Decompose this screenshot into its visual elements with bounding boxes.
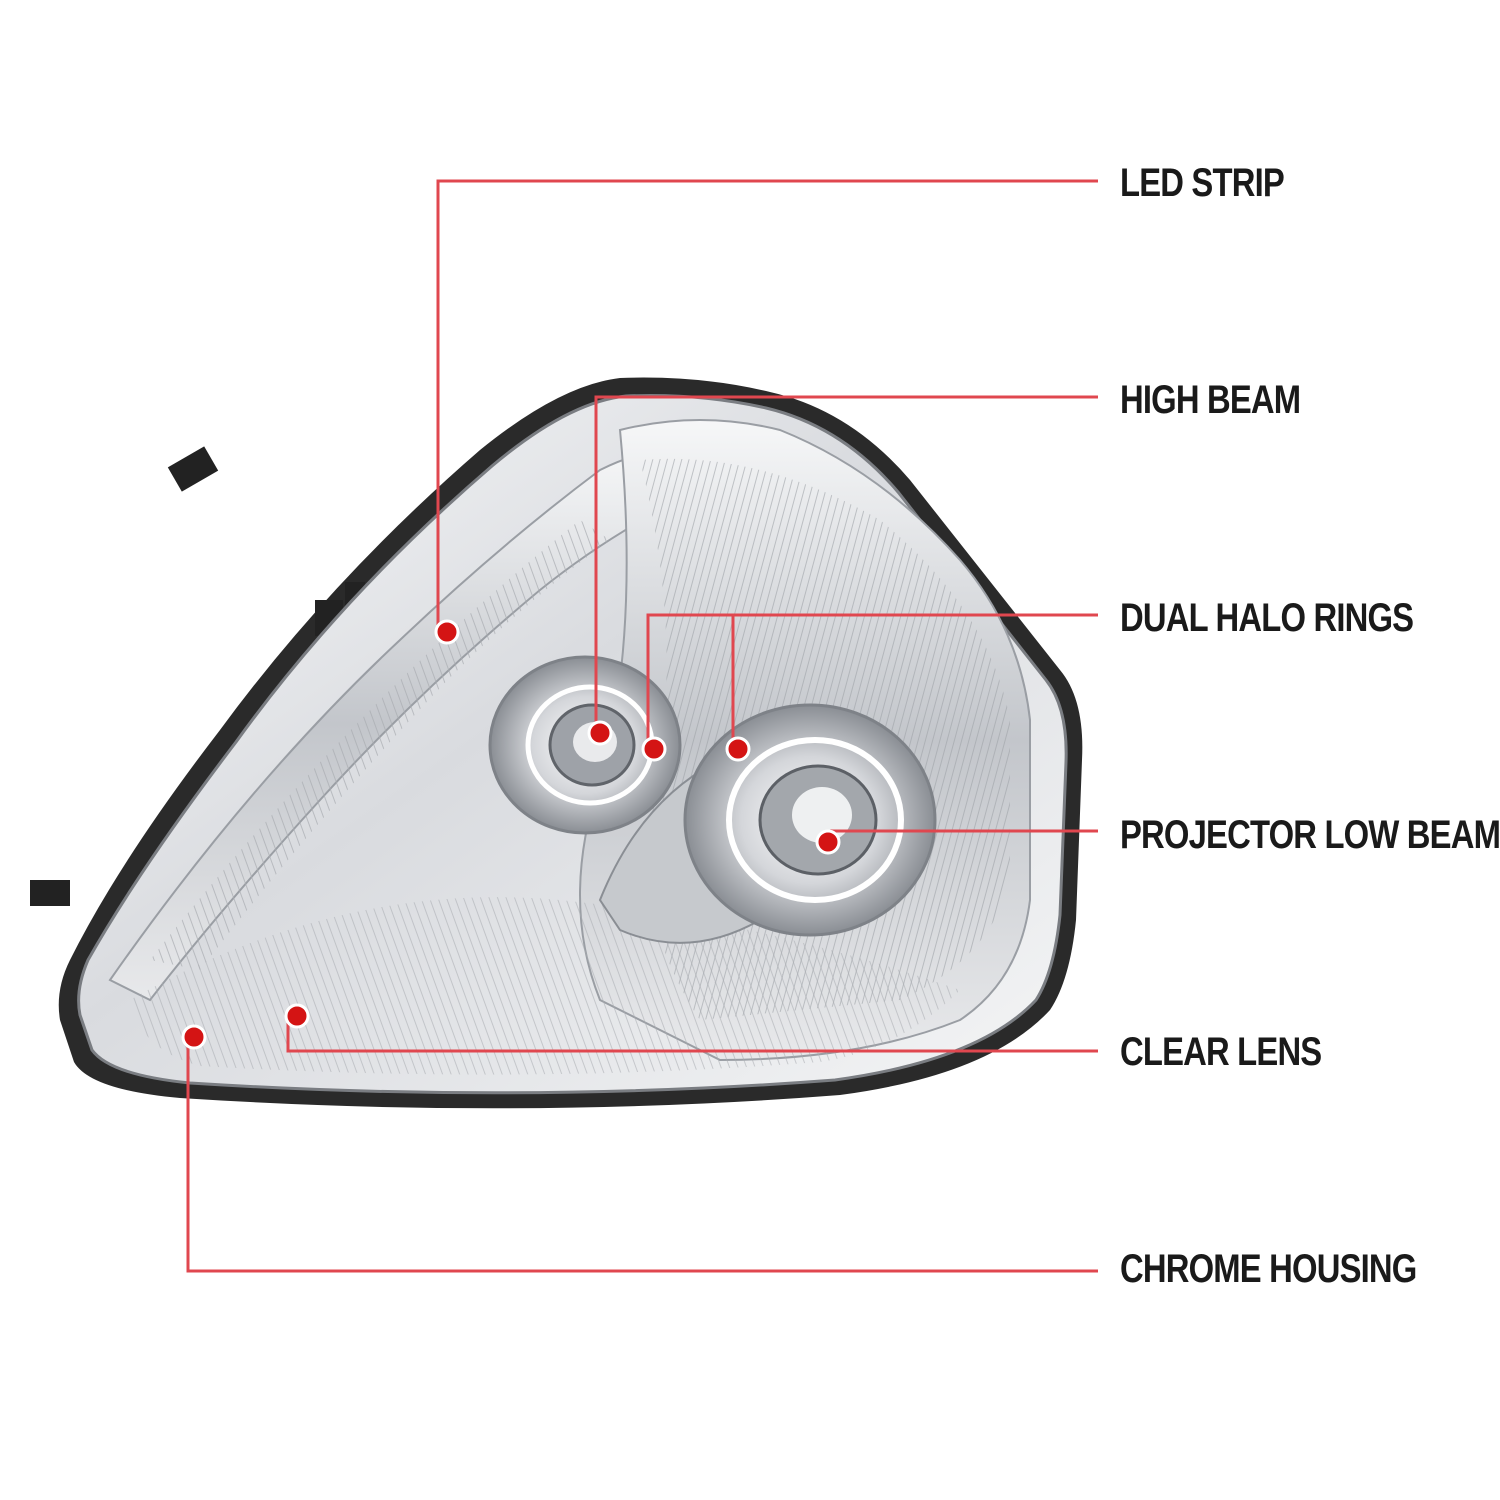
mounting-tab <box>30 880 70 906</box>
marker-dot-halo-right <box>725 736 751 762</box>
leader-line-chrome-housing <box>186 1037 1098 1273</box>
label-high-beam: HIGH BEAM <box>1120 378 1301 422</box>
leader-line-clear-lens <box>286 1016 1098 1053</box>
leader-line-high-beam <box>594 395 1098 733</box>
led-strip-ribs <box>150 520 610 970</box>
low-beam-projector <box>598 703 937 944</box>
marker-dots <box>181 619 841 1050</box>
marker-dot-clear-lens <box>284 1003 310 1029</box>
lower-lens-area <box>130 897 960 1075</box>
mounting-tab <box>167 446 219 492</box>
marker-dot-chrome-housing <box>181 1024 207 1050</box>
marker-dot-halo-left <box>641 736 667 762</box>
leader-line-halo-left <box>646 613 1098 748</box>
marker-dot-high-beam <box>587 720 613 746</box>
label-chrome-housing: CHROME HOUSING <box>1120 1247 1417 1291</box>
label-led-strip: LED STRIP <box>1120 161 1285 205</box>
leader-line-led-strip <box>436 179 1098 630</box>
leader-lines <box>186 179 1098 1273</box>
label-clear-lens: CLEAR LENS <box>1120 1030 1322 1074</box>
label-dual-halo-rings: DUAL HALO RINGS <box>1120 596 1414 640</box>
label-projector-low-beam: PROJECTOR LOW BEAM <box>1120 813 1500 857</box>
marker-dot-led-strip <box>434 619 460 645</box>
marker-dot-projector-low-beam <box>815 829 841 855</box>
